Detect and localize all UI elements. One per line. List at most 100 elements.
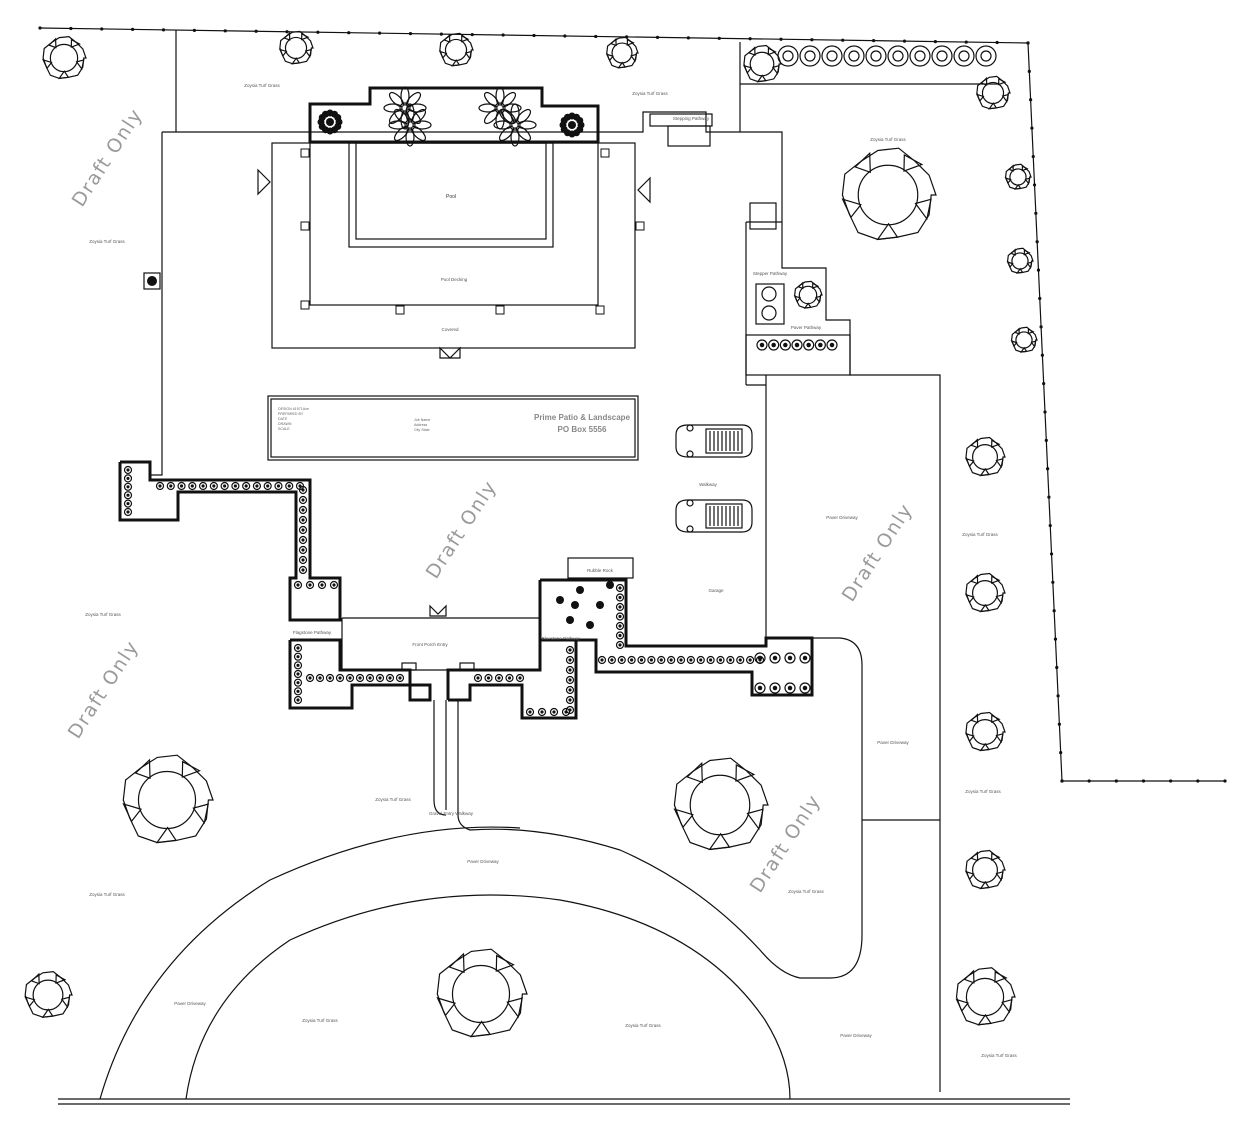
boxwood-icon xyxy=(821,45,843,67)
shrub-icon xyxy=(607,655,616,665)
fence-post-icon xyxy=(1032,183,1037,187)
shrub-icon xyxy=(565,675,575,685)
bluestone-pathway-label: Bluestone Pathway xyxy=(542,636,581,641)
fence-post-icon xyxy=(192,28,196,32)
tb-line-3: DATE xyxy=(278,417,288,421)
deciduous-tree-icon xyxy=(964,711,1006,752)
shrub-icon xyxy=(473,673,483,683)
shrub-icon xyxy=(293,678,303,687)
shrub-icon xyxy=(305,580,315,590)
shrub-icon xyxy=(293,652,303,661)
zoysia-label-6: Zoysia Turf Grass xyxy=(375,797,411,802)
fence-post-icon xyxy=(1055,665,1059,670)
shrub-icon xyxy=(274,481,283,491)
fence-post-icon xyxy=(131,27,135,32)
shrub-icon xyxy=(123,491,133,500)
fence-post-icon xyxy=(933,39,937,44)
fence-post-icon xyxy=(1044,438,1048,442)
fence-post-icon xyxy=(1053,637,1058,641)
gravel-entry-label: Gravel Entry Walkway xyxy=(429,811,474,816)
deciduous-tree-icon xyxy=(673,757,769,851)
shrub-icon xyxy=(791,339,803,351)
fence-post-icon xyxy=(532,33,536,38)
shrub-icon xyxy=(335,673,345,683)
stepper-pathway-label: Stepper Pathway xyxy=(753,271,788,276)
shrub-icon xyxy=(596,601,604,609)
shrub-icon xyxy=(329,580,339,590)
tb-mid-1: Job Name xyxy=(414,418,430,422)
car-icon xyxy=(675,499,753,533)
fence-post-icon xyxy=(1027,69,1031,73)
shrub-icon xyxy=(298,485,308,495)
pool-label: Pool xyxy=(446,194,456,200)
fence-post-icon xyxy=(1052,609,1056,613)
deciduous-tree-icon xyxy=(742,44,782,83)
tb-line-1: DESIGN #1971Ave xyxy=(278,407,309,411)
zoysia-label-11: Zoysia Turf Grass xyxy=(965,789,1001,794)
shrub-icon xyxy=(177,481,186,491)
column-post xyxy=(495,305,505,315)
fence-post-icon xyxy=(1087,779,1091,783)
shrub-icon xyxy=(597,655,607,665)
zoysia-label-10: Zoysia Turf Grass xyxy=(962,532,998,537)
fence-post-icon xyxy=(38,26,42,30)
deciduous-tree-icon xyxy=(841,147,937,241)
boxwood-icon xyxy=(843,45,865,67)
shrub-icon xyxy=(769,682,781,694)
shrub-icon xyxy=(657,655,666,665)
shrub-icon xyxy=(305,673,315,683)
zoysia-label-2: Zoysia Turf Grass xyxy=(632,91,668,96)
pool-decking-label: Pool Decking xyxy=(441,277,468,282)
shrub-icon xyxy=(799,682,811,694)
shrub-icon xyxy=(385,673,395,683)
boxwood-icon xyxy=(865,45,887,67)
fence-post-icon xyxy=(439,32,443,36)
shrub-icon xyxy=(325,673,335,683)
watermark-2: Draft Only xyxy=(422,476,502,582)
column-post xyxy=(395,305,405,315)
paver-driveway-label-2: Paver Driveway xyxy=(877,740,909,745)
shrub-icon xyxy=(726,655,735,665)
tb-line-2: PREPARED BY xyxy=(278,412,304,416)
deciduous-tree-icon xyxy=(955,967,1016,1026)
deciduous-tree-icon xyxy=(975,75,1011,110)
column-post xyxy=(595,305,605,315)
shrub-icon xyxy=(298,515,308,525)
zoysia-label-12: Zoysia Turf Grass xyxy=(788,889,824,894)
shrub-icon xyxy=(814,339,826,351)
shrub-icon xyxy=(769,652,781,664)
shrub-icon xyxy=(779,339,791,351)
fence-post-icon xyxy=(1060,779,1064,783)
paver-driveway-label-3: Paver Driveway xyxy=(467,859,499,864)
fence-post-icon xyxy=(964,40,968,44)
fence-post-icon xyxy=(872,39,876,43)
shrub-icon xyxy=(647,655,656,665)
back-yard-fence-lines xyxy=(175,30,1000,132)
fence-post-icon xyxy=(501,33,505,37)
shrub-icon xyxy=(637,655,646,665)
dense-shrub-icon xyxy=(317,109,343,135)
shrub-icon xyxy=(123,482,133,491)
shrub-icon xyxy=(285,481,294,491)
fence-post-icon xyxy=(1034,211,1038,215)
back-planter-bed xyxy=(308,86,713,147)
shrub-icon xyxy=(123,474,133,483)
tb-mid-3: City State xyxy=(414,428,430,432)
front-porch: Front Porch Entry xyxy=(341,604,541,671)
deciduous-tree-icon xyxy=(436,948,528,1038)
column-post xyxy=(600,148,610,158)
shrub-icon xyxy=(166,481,175,491)
driveway xyxy=(99,637,940,1100)
shrub-icon xyxy=(565,695,575,705)
fence-post-icon xyxy=(779,37,783,41)
shrub-icon xyxy=(826,339,838,351)
fence-post-icon xyxy=(408,32,413,36)
column-post xyxy=(635,221,645,231)
fence-post-icon xyxy=(1030,126,1034,130)
shrub-icon xyxy=(571,601,579,609)
shrub-icon xyxy=(784,682,796,694)
title-block: Prime Patio & Landscape PO Box 5556 DESI… xyxy=(267,395,639,461)
fence-post-icon xyxy=(717,36,721,40)
fence-post-icon xyxy=(285,30,289,34)
